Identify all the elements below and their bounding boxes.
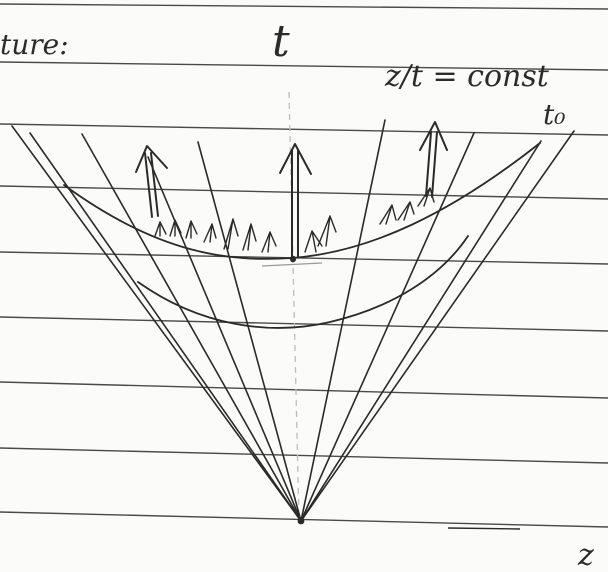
small-arrows	[154, 187, 435, 253]
curve-minimum-tick	[261, 262, 323, 267]
top-left-fragment-label: ture:	[0, 28, 69, 61]
small-arrow-icon	[417, 187, 435, 207]
constant-velocity-rays	[11, 119, 575, 522]
ray-line	[300, 140, 542, 522]
ray-line	[300, 119, 386, 522]
small-arrow-icon	[304, 230, 323, 253]
rule-line	[0, 447, 608, 464]
small-arrow-icon	[397, 201, 415, 221]
curve-t0-label: t₀	[543, 98, 565, 131]
rule-line	[0, 185, 608, 200]
ray-line	[300, 132, 475, 522]
lower-curve	[137, 235, 469, 329]
ratio-label: z/t = const	[384, 59, 550, 94]
rule-line	[0, 61, 608, 71]
small-arrow-icon	[154, 221, 167, 237]
ray-line	[29, 132, 302, 522]
small-arrow-icon	[169, 219, 182, 237]
small-arrow-icon	[203, 223, 217, 243]
baseline-smudge	[447, 527, 521, 530]
small-arrow-icon	[185, 220, 198, 239]
origin-point	[297, 517, 305, 525]
rule-line	[0, 316, 608, 332]
ray-line	[197, 141, 302, 522]
small-arrow-icon	[223, 218, 239, 250]
large-arrows	[135, 121, 448, 259]
space-axis-label: z	[577, 538, 594, 572]
ray-line	[11, 125, 302, 522]
upper-curve-t0	[63, 142, 541, 260]
small-arrow-icon	[317, 215, 337, 247]
rule-line	[0, 251, 608, 265]
ray-line	[300, 130, 575, 522]
right-up-arrow-icon	[419, 121, 448, 198]
small-arrow-icon	[242, 223, 257, 251]
curve-minimum-dot	[289, 255, 297, 263]
rule-line	[0, 123, 608, 136]
ray-line	[81, 133, 302, 522]
small-arrow-icon	[261, 231, 277, 253]
time-axis-line	[288, 91, 300, 521]
rule-line	[0, 3, 608, 10]
center-up-arrow-icon	[279, 143, 312, 259]
small-arrow-icon	[379, 204, 397, 225]
hyperbola-curves	[63, 142, 541, 329]
left-up-arrow-icon	[135, 145, 168, 218]
rule-line	[0, 381, 608, 399]
time-axis-label: t	[272, 16, 290, 67]
ray-line	[147, 156, 302, 522]
